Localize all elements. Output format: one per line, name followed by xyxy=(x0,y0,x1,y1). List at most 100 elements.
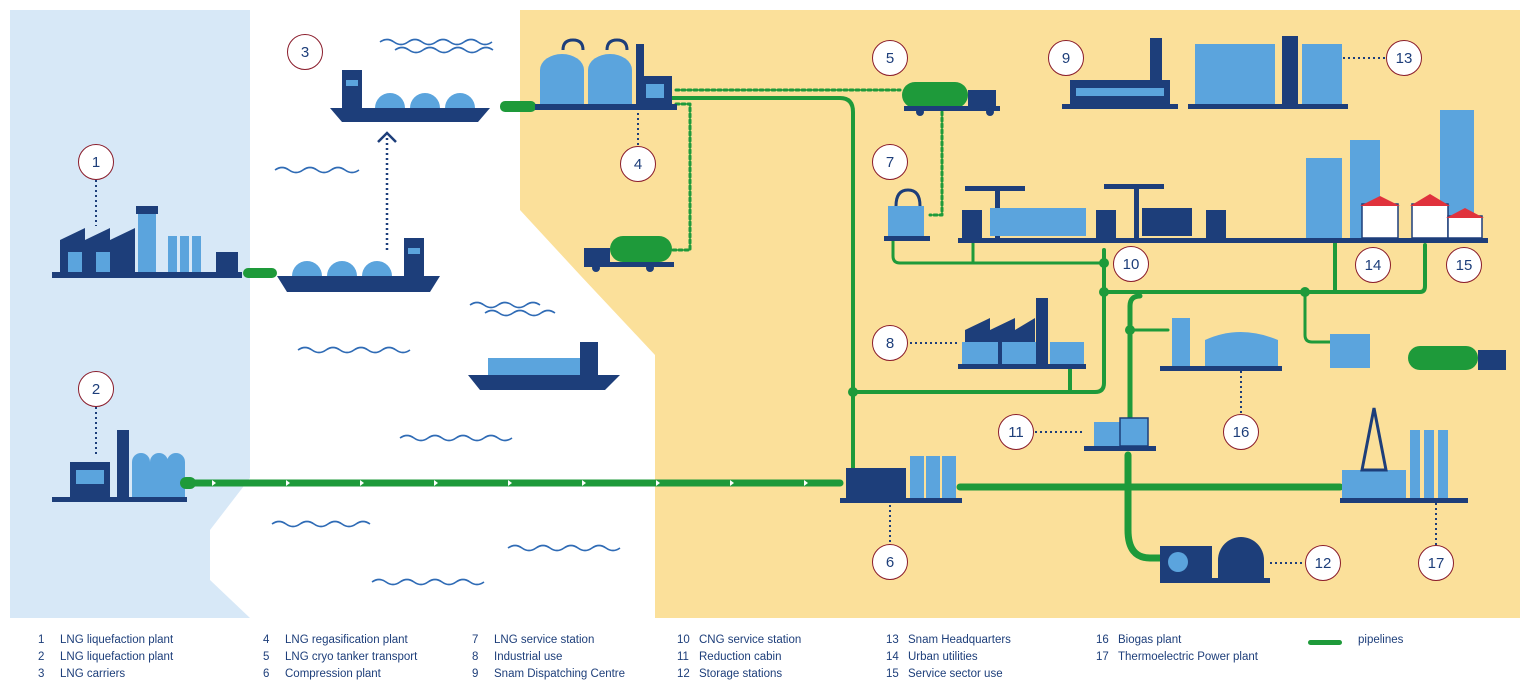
legend-item-16: 16 Biogas plant xyxy=(1096,634,1181,646)
marker-15: 15 xyxy=(1446,247,1482,283)
snam-dispatching-centre xyxy=(1062,38,1178,109)
legend-label: Reduction cabin xyxy=(699,651,782,663)
marker-connectors xyxy=(95,57,1437,564)
legend-label: Biogas plant xyxy=(1118,634,1182,646)
legend-label: LNG cryo tanker transport xyxy=(285,651,418,663)
legend-item-2: 2 LNG liquefaction plant xyxy=(38,651,173,663)
legend-num: 9 xyxy=(472,668,479,680)
lng-tank-truck-right xyxy=(1330,334,1506,370)
marker-12: 12 xyxy=(1305,545,1341,581)
marker-11: 11 xyxy=(998,414,1034,450)
marker-7: 7 xyxy=(872,144,908,180)
legend-label: Thermoelectric Power plant xyxy=(1118,651,1258,663)
marker-3: 3 xyxy=(287,34,323,70)
marker-16: 16 xyxy=(1223,414,1259,450)
legend-num: 8 xyxy=(472,651,479,663)
marker-13: 13 xyxy=(1386,40,1422,76)
legend-num: 14 xyxy=(886,651,899,663)
marker-17: 17 xyxy=(1418,545,1454,581)
legend-item-4: 4 LNG regasification plant xyxy=(263,634,408,646)
legend-num: 1 xyxy=(38,634,45,646)
lng-service-station-unit xyxy=(884,188,930,241)
legend-item-7: 7 LNG service station xyxy=(472,634,594,646)
legend-item-14: 14 Urban utilities xyxy=(886,651,978,663)
biogas-plant xyxy=(1160,318,1282,371)
marker-10: 10 xyxy=(1113,246,1149,282)
legend-num: 3 xyxy=(38,668,45,680)
marker-9: 9 xyxy=(1048,40,1084,76)
regas-pipeline xyxy=(668,96,855,472)
legend-num: 5 xyxy=(263,651,270,663)
legend-num: 17 xyxy=(1096,651,1109,663)
flow-arrows xyxy=(212,480,808,486)
marker-2: 2 xyxy=(78,371,114,407)
legend-label: CNG service station xyxy=(699,634,802,646)
legend-num: 2 xyxy=(38,651,45,663)
legend-label: Industrial use xyxy=(494,651,563,663)
marker-14: 14 xyxy=(1355,247,1391,283)
legend-label: Service sector use xyxy=(908,668,1003,680)
legend-item-5: 5 LNG cryo tanker transport xyxy=(263,651,417,663)
legend-item-8: 8 Industrial use xyxy=(472,651,562,663)
legend-num: 15 xyxy=(886,668,899,680)
legend-num: 13 xyxy=(886,634,899,646)
legend-label: LNG regasification plant xyxy=(285,634,408,646)
right-land-region xyxy=(520,10,1520,618)
gas-value-chain-diagram xyxy=(10,10,1520,618)
legend-item-10: 10 CNG service station xyxy=(677,634,801,646)
legend-item-11: 11 Reduction cabin xyxy=(677,651,781,663)
left-land-region xyxy=(10,10,250,618)
legend-label: LNG liquefaction plant xyxy=(60,634,174,646)
legend-num: 12 xyxy=(677,668,690,680)
marker-6: 6 xyxy=(872,544,908,580)
pipelines xyxy=(186,88,1427,562)
industrial-pipeline xyxy=(851,248,1106,394)
legend-num: 16 xyxy=(1096,634,1109,646)
urban-city-buildings xyxy=(1306,110,1484,239)
sea-waves xyxy=(271,38,621,586)
lng-liquefaction-plant-1 xyxy=(52,206,277,278)
pipelines-label: pipelines xyxy=(1358,634,1404,646)
marker-1: 1 xyxy=(78,144,114,180)
left-coast-curve xyxy=(210,478,250,618)
legend-label: Urban utilities xyxy=(908,651,978,663)
legend-label: Storage stations xyxy=(699,668,783,680)
legend-item-15: 15 Service sector use xyxy=(886,668,1003,680)
legend-label: Compression plant xyxy=(285,668,381,680)
cargo-ship xyxy=(468,342,620,390)
marker-5: 5 xyxy=(872,40,908,76)
lng-tank-truck-coast xyxy=(584,236,674,272)
lng-station-dotted-link xyxy=(928,110,944,217)
pipeline-swatch xyxy=(1308,640,1342,645)
legend-num: 10 xyxy=(677,634,690,646)
legend-label: LNG service station xyxy=(494,634,595,646)
legend-num: 7 xyxy=(472,634,479,646)
lng-carrier-top xyxy=(330,70,536,122)
legend-label: LNG carriers xyxy=(60,668,126,680)
legend-label: LNG liquefaction plant xyxy=(60,651,174,663)
pipeline-junctions xyxy=(848,258,1310,397)
lng-regasification-plant xyxy=(535,38,677,110)
compression-plant xyxy=(840,456,962,503)
ship-route-dotted-arrow xyxy=(377,131,397,250)
industrial-use-plant xyxy=(958,298,1086,369)
lng-tank-dotted-link xyxy=(670,102,692,252)
marker-8: 8 xyxy=(872,325,908,361)
thermoelectric-power-plant xyxy=(1340,407,1468,503)
marker-4: 4 xyxy=(620,146,656,182)
snam-headquarters xyxy=(1188,36,1348,109)
reduction-cabin xyxy=(1084,417,1156,451)
cng-service-station xyxy=(958,184,1488,243)
storage-station xyxy=(1160,537,1270,583)
legend-item-1: 1 LNG liquefaction plant xyxy=(38,634,173,646)
lng-cryo-tanker-truck xyxy=(902,82,1000,116)
legend-item-12: 12 Storage stations xyxy=(677,668,782,680)
legend-num: 11 xyxy=(677,651,689,663)
legend-num: 4 xyxy=(263,634,270,646)
legend-label: Snam Headquarters xyxy=(908,634,1011,646)
lng-carrier-bottom xyxy=(277,238,440,292)
legend-item-3: 3 LNG carriers xyxy=(38,668,125,680)
legend-num: 6 xyxy=(263,668,270,680)
lng-liquefaction-plant-2 xyxy=(52,430,196,502)
